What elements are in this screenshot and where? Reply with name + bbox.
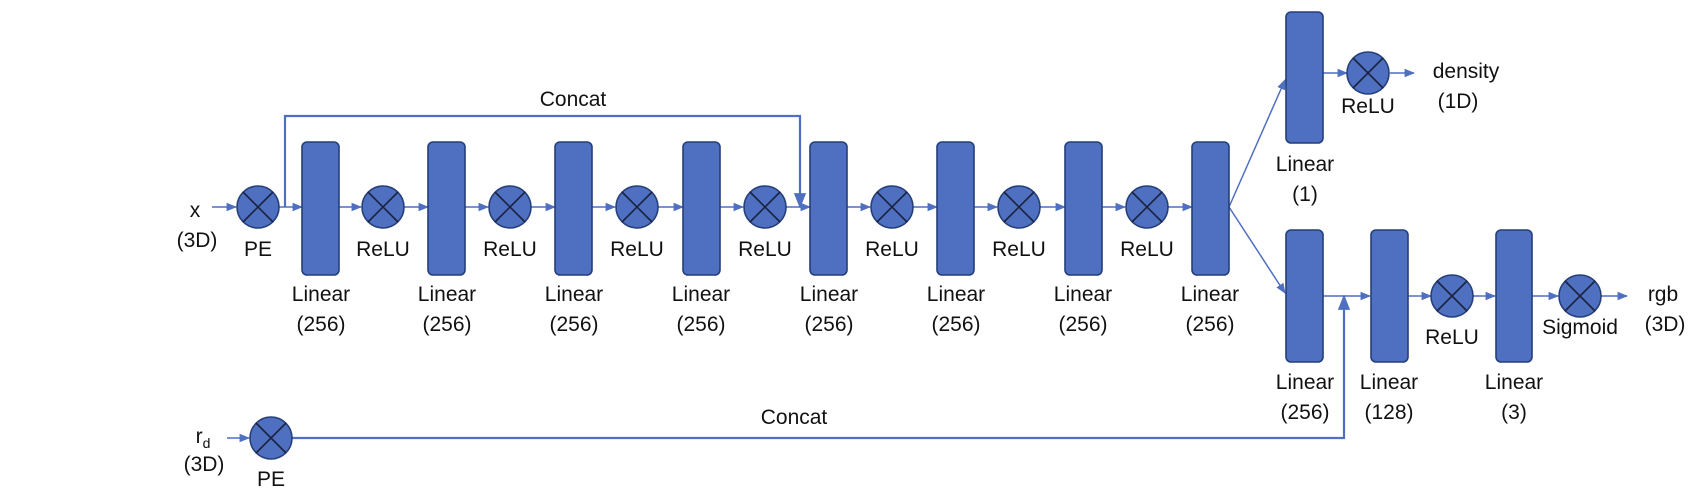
main-chain [301,141,1230,276]
pe-x-node [236,185,280,229]
linear-width-3: (256) [549,313,598,336]
relu-7-cross-b [1131,191,1163,223]
relu-node-2 [488,185,532,229]
linear-width-4: (256) [676,313,725,336]
branch-blocks [1285,11,1533,363]
relu-density-label: ReLU [1341,95,1395,118]
sigmoid-node [1558,274,1602,318]
pe-rd-label: PE [257,468,285,491]
skip-concat-line [283,114,807,209]
relu-label-4: ReLU [738,238,792,261]
linear-block-feature [1285,229,1324,363]
sigmoid-label: Sigmoid [1542,316,1618,339]
operators [236,51,1602,460]
arrow-linear8-to-rgb-branch [1228,206,1286,294]
linear-label-7: Linear [1054,283,1112,306]
relu-2-cross-b [494,191,526,223]
relu-5-cross-b [876,191,908,223]
density-output-label: density [1433,60,1500,83]
linear-label-4: Linear [672,283,730,306]
linear-block-density [1285,11,1324,144]
linear-label-2: Linear [418,283,476,306]
linear-block-1 [301,141,340,276]
pe-rd-node [249,416,293,460]
linear-width-1: (256) [296,313,345,336]
relu-rgb-label: ReLU [1425,326,1479,349]
rgb-output-label: rgb [1648,283,1678,306]
relu-density-cross-b [1352,57,1384,89]
arrow-linear8-to-density-branch [1228,79,1286,208]
linear-density-label: Linear [1276,153,1334,176]
linear-block-4 [682,141,721,276]
linear-block-8 [1191,141,1230,276]
relu-3-cross-b [621,191,653,223]
linear-128-width: (128) [1364,401,1413,424]
input-x-label: x [190,199,201,222]
relu-node-4 [743,185,787,229]
linear-block-rgb [1495,229,1533,363]
relu-node-rgb [1430,274,1474,318]
linear-block-5 [809,141,848,276]
linear-feature-label: Linear [1276,371,1334,394]
input-rd-subscript: d [203,435,211,451]
relu-4-cross-b [749,191,781,223]
input-rd-label: rd [196,425,211,451]
linear-rgb-label: Linear [1485,371,1543,394]
input-x-dim: (3D) [177,229,218,252]
relu-rgb-cross-b [1436,280,1468,312]
density-output-dim: (1D) [1438,90,1479,113]
linear-width-7: (256) [1058,313,1107,336]
pe-x-cross-b [242,191,274,223]
pe-rd-cross-b [255,422,287,454]
connectors [212,68,1629,443]
relu-node-7 [1125,185,1169,229]
concat-bottom-label: Concat [761,406,828,429]
linear-block-7 [1064,141,1103,276]
linear-label-3: Linear [545,283,603,306]
relu-label-2: ReLU [483,238,537,261]
direction-concat-line [292,294,1351,440]
relu-6-cross-b [1003,191,1035,223]
input-rd-dim: (3D) [184,453,225,476]
linear-label-8: Linear [1181,283,1239,306]
relu-node-1 [361,185,405,229]
rgb-output-dim: (3D) [1645,313,1686,336]
linear-width-2: (256) [422,313,471,336]
relu-node-6 [997,185,1041,229]
relu-node-5 [870,185,914,229]
pe-x-label: PE [244,238,272,261]
relu-node-density [1346,51,1390,95]
input-rd-name: r [196,425,203,448]
linear-feature-width: (256) [1280,401,1329,424]
linear-block-3 [554,141,593,276]
linear-128-label: Linear [1360,371,1418,394]
linear-label-6: Linear [927,283,985,306]
relu-label-7: ReLU [1120,238,1174,261]
relu-label-3: ReLU [610,238,664,261]
relu-node-3 [615,185,659,229]
linear-label-5: Linear [800,283,858,306]
sigmoid-cross-b [1564,280,1596,312]
linear-density-width: (1) [1292,183,1318,206]
relu-label-5: ReLU [865,238,919,261]
linear-label-1: Linear [292,283,350,306]
linear-width-5: (256) [804,313,853,336]
linear-width-8: (256) [1185,313,1234,336]
relu-1-cross-b [367,191,399,223]
relu-label-6: ReLU [992,238,1046,261]
linear-block-128 [1370,229,1409,363]
concat-top-label: Concat [540,88,607,111]
linear-rgb-width: (3) [1501,401,1527,424]
linear-block-6 [936,141,975,276]
linear-width-6: (256) [931,313,980,336]
linear-block-2 [427,141,466,276]
relu-label-1: ReLU [356,238,410,261]
labels: x (3D) PE Concat ReLU ReLU ReLU ReLU ReL… [177,60,1686,491]
